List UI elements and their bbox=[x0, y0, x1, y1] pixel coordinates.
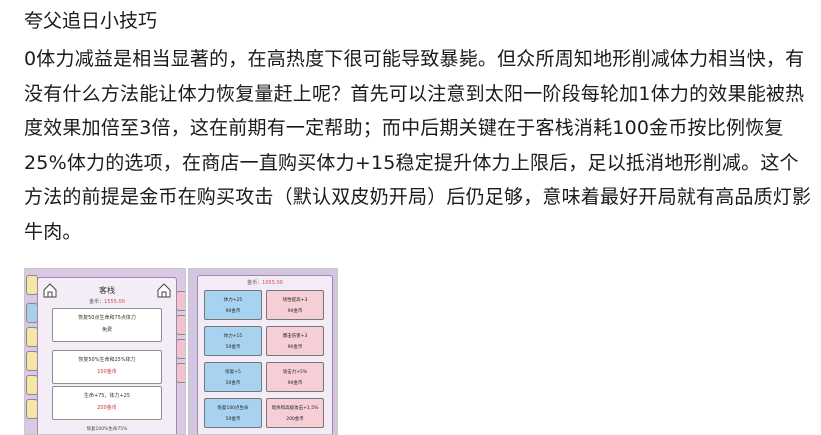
shop-item[interactable]: 爆击伤害+3 90金币 bbox=[266, 326, 324, 356]
thumbnail-shop[interactable]: 金币：1055.00 体力+25 90金币 韧性提高+3 90金币 体力+15 … bbox=[188, 268, 338, 435]
inn-option[interactable]: 恢复50点生命和75点体力 免费 bbox=[52, 308, 162, 342]
shop-panel: 金币：1055.00 体力+25 90金币 韧性提高+3 90金币 体力+15 … bbox=[197, 275, 333, 434]
inn-option[interactable]: 恢复50%生命和25%体力 100金币 bbox=[52, 350, 162, 384]
post-title: 夸父追日小技巧 bbox=[24, 10, 158, 32]
thumbnail-inn[interactable]: 客栈 金币：1555.00 恢复50点生命和75点体力 免费 恢复50%生命和2… bbox=[24, 268, 186, 435]
inn-title: 客栈 bbox=[99, 286, 115, 295]
shop-item[interactable]: 韧性提高+3 90金币 bbox=[266, 290, 324, 320]
gold-display: 金币：1055.00 bbox=[247, 280, 283, 286]
shop-item[interactable]: 暗杀和高级攻击+1.5% 200金币 bbox=[266, 398, 324, 428]
inn-panel: 客栈 金币：1555.00 恢复50点生命和75点体力 免费 恢复50%生命和2… bbox=[37, 277, 177, 434]
shop-item[interactable]: 攻击力+5% 90金币 bbox=[266, 362, 324, 392]
post-body: 0体力减益是相当显著的，在高热度下很可能导致暴毙。但众所周知地形削减体力相当快，… bbox=[24, 48, 812, 243]
side-pad bbox=[176, 291, 185, 311]
shop-item[interactable]: 体力+25 90金币 bbox=[204, 290, 262, 320]
house-icon bbox=[43, 283, 57, 298]
inn-footer-text: 恢复100%生命75% bbox=[86, 427, 128, 432]
house-icon bbox=[157, 283, 171, 298]
shop-item[interactable]: 体力+15 50金币 bbox=[204, 326, 262, 356]
side-pad bbox=[176, 363, 185, 383]
side-pad bbox=[176, 339, 185, 359]
gold-display: 金币：1555.00 bbox=[89, 299, 125, 305]
shop-item[interactable]: 恢复+5 50金币 bbox=[204, 362, 262, 392]
shop-item[interactable]: 恢复100点生命 50金币 bbox=[204, 398, 262, 428]
inn-option[interactable]: 生命+75，体力+25 200金币 bbox=[52, 386, 162, 420]
side-pad bbox=[176, 315, 185, 335]
